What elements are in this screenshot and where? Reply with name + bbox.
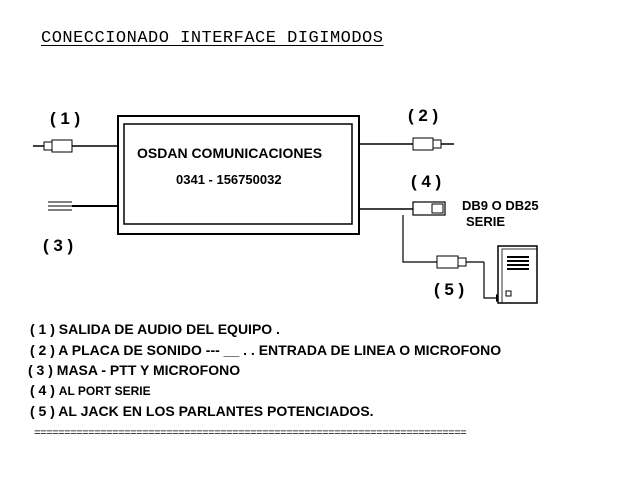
audio-plug-2-icon	[359, 137, 454, 151]
legend-item-2: ( 2 ) A PLACA DE SONIDO --- __ . . ENTRA…	[30, 342, 501, 358]
legend-item-number: ( 4 )	[30, 382, 55, 398]
separator-rule: ========================================…	[34, 428, 467, 440]
db-connector-sublabel: SERIE	[466, 214, 506, 229]
box-company-name: OSDAN COMUNICACIONES	[137, 145, 323, 161]
legend-item-3: ( 3 ) MASA - PTT Y MICROFONO	[28, 362, 240, 378]
box-phone-number: 0341 - 156750032	[176, 172, 282, 187]
legend-item-text: AL JACK EN LOS PARLANTES POTENCIADOS.	[58, 403, 374, 419]
legend-item-text: A PLACA DE SONIDO --- __ . . ENTRADA DE …	[58, 342, 502, 358]
legend-item-number: ( 2 )	[30, 342, 55, 358]
interface-box-outer	[117, 115, 360, 235]
label-1: ( 1 )	[50, 109, 81, 128]
legend-item-text: SALIDA DE AUDIO DEL EQUIPO .	[58, 321, 280, 337]
legend-item-number: ( 3 )	[28, 362, 53, 378]
label-5: ( 5 )	[434, 280, 465, 299]
legend-item-5: ( 5 ) AL JACK EN LOS PARLANTES POTENCIAD…	[30, 403, 374, 419]
legend-item-text: AL PORT SERIE	[58, 384, 151, 398]
audio-plug-1-icon	[33, 139, 118, 153]
wire-4-to-5	[402, 215, 437, 263]
label-3: ( 3 )	[43, 236, 74, 255]
page-title: CONECCIONADO INTERFACE DIGIMODOS	[41, 29, 384, 48]
interface-box-inner	[123, 123, 353, 225]
legend-item-4: ( 4 ) AL PORT SERIE	[30, 382, 151, 398]
db-connector-label: DB9 O DB25	[462, 198, 539, 213]
ground-ptt-wire-3-icon	[48, 201, 118, 211]
db-serial-connector-4-icon	[359, 201, 446, 216]
legend-item-number: ( 5 )	[30, 403, 55, 419]
legend-item-text: MASA - PTT Y MICROFONO	[56, 362, 241, 378]
label-2: ( 2 )	[408, 106, 439, 125]
legend-item-1: ( 1 ) SALIDA DE AUDIO DEL EQUIPO .	[30, 321, 280, 337]
powered-speaker-icon	[497, 245, 538, 304]
label-4: ( 4 )	[411, 172, 442, 191]
legend-item-number: ( 1 )	[30, 321, 55, 337]
